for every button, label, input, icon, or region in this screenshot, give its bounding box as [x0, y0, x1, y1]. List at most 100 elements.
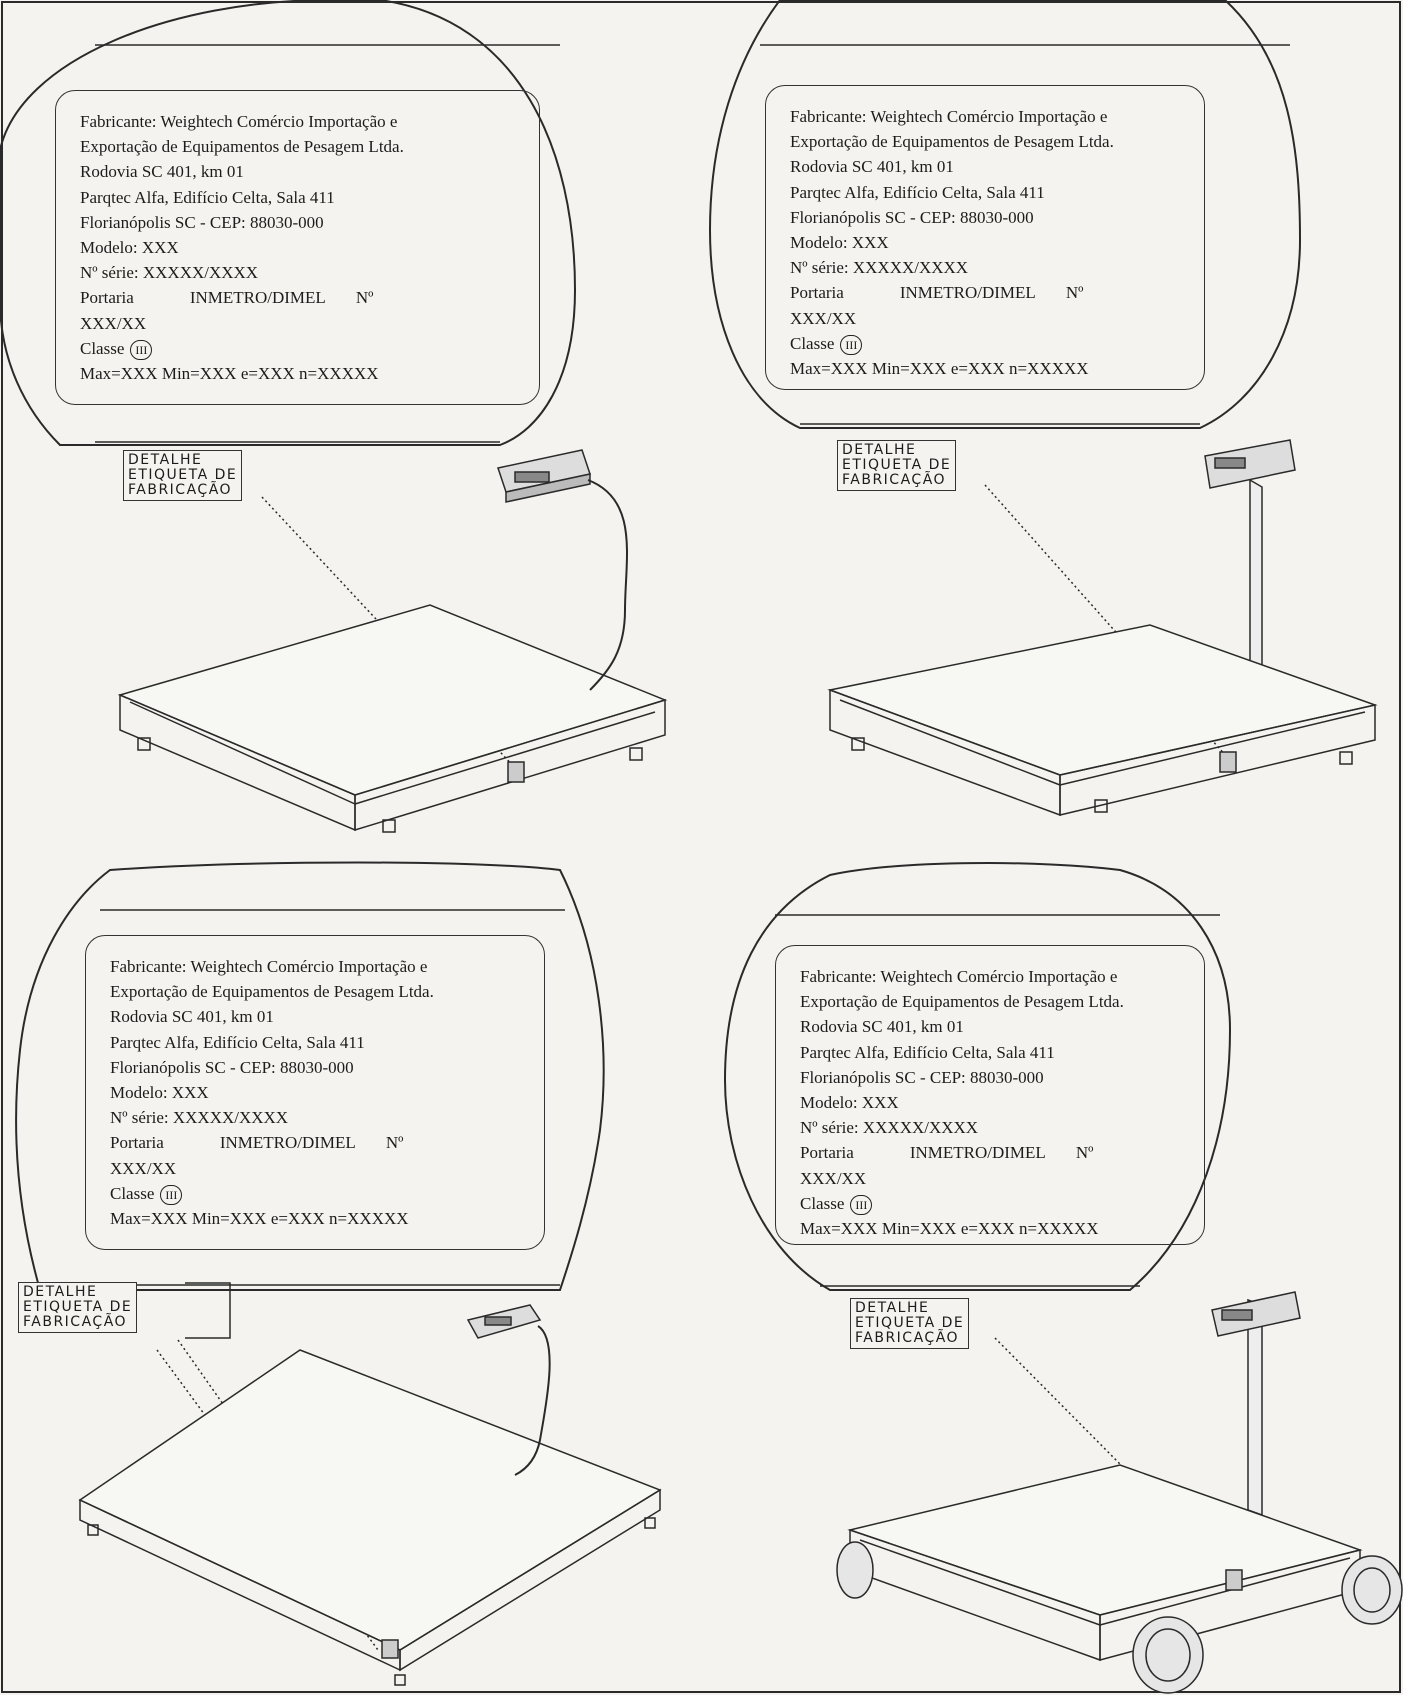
fabricante-line-1: Fabricante: Weightech Comércio Importaçã…: [800, 967, 1118, 986]
classe-iii-symbol: III: [130, 339, 153, 360]
label-plate-top-right: Fabricante: Weightech Comércio Importaçã…: [765, 85, 1205, 390]
callout-line-1: DETALHE: [23, 1284, 98, 1300]
label-plate-marker-top-right: [1219, 751, 1237, 773]
classe-label: Classe: [110, 1183, 155, 1203]
address-line-1: Rodovia SC 401, km 01: [110, 1007, 274, 1027]
address-line-3: Florianópolis SC - CEP: 88030-000: [110, 1057, 354, 1077]
portaria-org: INMETRO/DIMEL: [189, 288, 326, 308]
wheel-left-front: [836, 1541, 874, 1599]
portaria-label: Portaria: [800, 1143, 854, 1163]
label-plate-marker-bottom-right: [1225, 1569, 1243, 1591]
callout-label-detail-bottom-right: DETALHE ETIQUETA DE FABRICAÇÃO: [850, 1298, 970, 1349]
portaria-label: Portaria: [110, 1133, 164, 1153]
portaria-number: XXX/XX: [110, 1158, 177, 1178]
fabricante-line-2: Exportação de Equipamentos de Pesagem Lt…: [800, 992, 1124, 1012]
scale-top-left: [117, 449, 668, 833]
capacity-line: Max=XXX Min=XXX e=XXX n=XXXXX: [110, 1209, 409, 1229]
portaria-number: XXX/XX: [790, 308, 857, 328]
serie-line: Nº série: XXXXX/XXXX: [80, 263, 259, 283]
portaria-label: Portaria: [790, 283, 844, 303]
label-plate-marker-bottom-left: [381, 1639, 399, 1659]
portaria-label: Portaria: [80, 288, 134, 308]
scale-bottom-right: [836, 1291, 1403, 1694]
label-plate-top-left: Fabricante: Weightech Comércio Importaçã…: [55, 90, 540, 405]
label-plate-bottom-right: Fabricante: Weightech Comércio Importaçã…: [775, 945, 1205, 1245]
callout-label-detail-top-left: DETALHE ETIQUETA DE FABRICAÇÃO: [123, 450, 243, 501]
callout-line-3: FABRICAÇÃO: [128, 482, 233, 498]
label-plate-marker-top-left: [507, 761, 525, 783]
portaria-org: INMETRO/DIMEL: [899, 283, 1036, 303]
portaria-org: INMETRO/DIMEL: [219, 1133, 356, 1153]
capacity-line: Max=XXX Min=XXX e=XXX n=XXXXX: [800, 1219, 1099, 1239]
wheel-right: [1341, 1555, 1403, 1625]
portaria-number: XXX/XX: [800, 1168, 867, 1188]
modelo-line: Modelo: XXX: [80, 238, 179, 258]
callout-line-3: FABRICAÇÃO: [842, 472, 947, 488]
fabricante-line-2: Exportação de Equipamentos de Pesagem Lt…: [790, 132, 1114, 152]
capacity-line: Max=XXX Min=XXX e=XXX n=XXXXX: [790, 359, 1089, 379]
classe-label: Classe: [790, 333, 835, 353]
callout-line-1: DETALHE: [842, 442, 917, 458]
portaria-no: Nº: [385, 1133, 404, 1153]
fabricante-line-1: Fabricante: Weightech Comércio Importaçã…: [110, 957, 428, 976]
wheel-front: [1132, 1616, 1204, 1694]
classe-iii-symbol: III: [840, 334, 863, 355]
address-line-2: Parqtec Alfa, Edifício Celta, Sala 411: [800, 1042, 1055, 1062]
callout-line-1: DETALHE: [855, 1300, 930, 1316]
address-line-2: Parqtec Alfa, Edifício Celta, Sala 411: [110, 1032, 365, 1052]
fabricante-line-1: Fabricante: Weightech Comércio Importaçã…: [790, 107, 1108, 126]
callout-line-2: ETIQUETA DE: [128, 467, 238, 483]
detail-circle-bottom-right: [723, 862, 1232, 1291]
scale-top-right: [827, 439, 1378, 817]
capacity-line: Max=XXX Min=XXX e=XXX n=XXXXX: [80, 364, 379, 384]
callout-line-1: DETALHE: [128, 452, 203, 468]
label-plate-bottom-left: Fabricante: Weightech Comércio Importaçã…: [85, 935, 545, 1250]
modelo-line: Modelo: XXX: [790, 233, 889, 253]
classe-iii-symbol: III: [160, 1184, 183, 1205]
fabricante-line-2: Exportação de Equipamentos de Pesagem Lt…: [80, 137, 404, 157]
callout-label-detail-top-right: DETALHE ETIQUETA DE FABRICAÇÃO: [837, 440, 957, 491]
address-line-2: Parqtec Alfa, Edifício Celta, Sala 411: [790, 182, 1045, 202]
portaria-line: Portaria INMETRO/DIMEL Nº: [790, 280, 1190, 305]
portaria-line: Portaria INMETRO/DIMEL Nº: [800, 1140, 1190, 1165]
fabricante-line-1: Fabricante: Weightech Comércio Importaçã…: [80, 112, 398, 131]
address-line-2: Parqtec Alfa, Edifício Celta, Sala 411: [80, 187, 335, 207]
portaria-org: INMETRO/DIMEL: [909, 1143, 1046, 1163]
serie-line: Nº série: XXXXX/XXXX: [110, 1108, 289, 1128]
modelo-line: Modelo: XXX: [800, 1093, 899, 1113]
fabricante-line-2: Exportação de Equipamentos de Pesagem Lt…: [110, 982, 434, 1002]
address-line-1: Rodovia SC 401, km 01: [800, 1017, 964, 1037]
callout-label-detail-bottom-left: DETALHE ETIQUETA DE FABRICAÇÃO: [18, 1282, 138, 1333]
address-line-3: Florianópolis SC - CEP: 88030-000: [80, 212, 324, 232]
address-line-1: Rodovia SC 401, km 01: [790, 157, 954, 177]
callout-line-3: FABRICAÇÃO: [23, 1314, 128, 1330]
callout-line-2: ETIQUETA DE: [842, 457, 952, 473]
scale-bottom-left: [78, 1282, 662, 1686]
address-line-1: Rodovia SC 401, km 01: [80, 162, 244, 182]
serie-line: Nº série: XXXXX/XXXX: [790, 258, 969, 278]
address-line-3: Florianópolis SC - CEP: 88030-000: [790, 207, 1034, 227]
portaria-no: Nº: [355, 288, 374, 308]
portaria-number: XXX/XX: [80, 313, 147, 333]
classe-iii-symbol: III: [850, 1194, 873, 1215]
callout-line-2: ETIQUETA DE: [855, 1315, 965, 1331]
modelo-line: Modelo: XXX: [110, 1083, 209, 1103]
serie-line: Nº série: XXXXX/XXXX: [800, 1118, 979, 1138]
callout-line-2: ETIQUETA DE: [23, 1299, 133, 1315]
classe-label: Classe: [800, 1193, 845, 1213]
callout-line-3: FABRICAÇÃO: [855, 1330, 960, 1346]
portaria-line: Portaria INMETRO/DIMEL Nº: [80, 285, 525, 310]
portaria-no: Nº: [1075, 1143, 1094, 1163]
classe-label: Classe: [80, 338, 125, 358]
portaria-line: Portaria INMETRO/DIMEL Nº: [110, 1130, 530, 1155]
portaria-no: Nº: [1065, 283, 1084, 303]
address-line-3: Florianópolis SC - CEP: 88030-000: [800, 1067, 1044, 1087]
detail-circle-top-left: [0, 0, 577, 446]
detail-circle-top-right: [708, 0, 1302, 429]
